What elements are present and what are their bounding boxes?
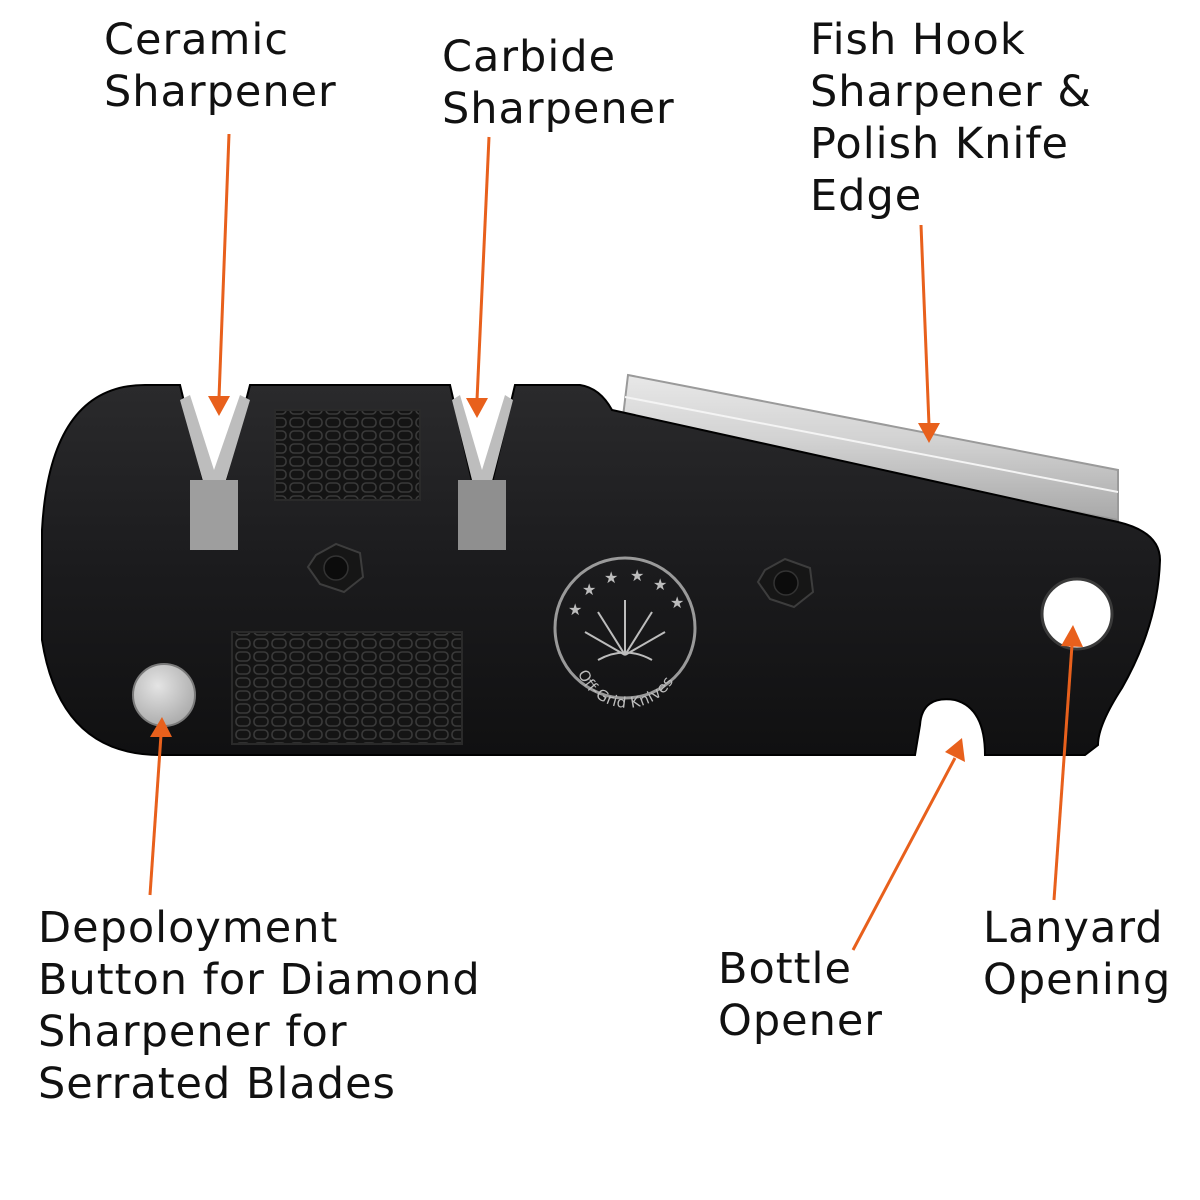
label-line: Button for Diamond (38, 955, 481, 1005)
label-bottle-opener: Bottle Opener (718, 943, 883, 1047)
svg-text:★: ★ (604, 568, 618, 587)
polishing-stone (620, 373, 1119, 522)
label-line: Bottle (718, 944, 852, 994)
label-line: Fish Hook (810, 15, 1026, 65)
svg-text:★: ★ (582, 580, 596, 599)
arrow-lanyard (1052, 625, 1083, 901)
arrow-carbide (466, 136, 491, 418)
label-line: Opener (718, 996, 883, 1046)
label-line: Carbide (442, 32, 617, 82)
svg-text:★: ★ (568, 600, 582, 619)
lanyard-hole (1040, 577, 1114, 651)
label-line: Depoloyment (38, 903, 339, 953)
arrow-bottle (851, 738, 965, 951)
arrow-deployment (148, 717, 172, 896)
ceramic-slot (180, 395, 250, 550)
label-line: Lanyard (983, 903, 1164, 953)
label-fish-hook-sharpener: Fish Hook Sharpener & Polish Knife Edge (810, 14, 1092, 222)
hex-screw-right (756, 557, 815, 609)
hex-screw-left (306, 542, 365, 594)
arrows (148, 133, 1083, 951)
label-ceramic-sharpener: Ceramic Sharpener (104, 14, 337, 118)
carbide-slot (452, 395, 513, 550)
grip-texture-bottom (231, 631, 463, 745)
label-deployment-button: Depoloyment Button for Diamond Sharpener… (38, 902, 481, 1110)
label-line: Edge (810, 171, 923, 221)
label-line: Sharpener (104, 67, 337, 117)
label-line: Polish Knife (810, 119, 1069, 169)
deployment-button[interactable] (132, 663, 196, 727)
label-line: Sharpener for (38, 1007, 348, 1057)
svg-text:★: ★ (653, 575, 667, 594)
label-line: Sharpener (442, 84, 675, 134)
grip-texture-top (274, 409, 421, 501)
svg-text:★: ★ (630, 566, 644, 585)
label-line: Opening (983, 955, 1172, 1005)
label-lanyard-opening: Lanyard Opening (983, 902, 1171, 1006)
label-carbide-sharpener: Carbide Sharpener (442, 31, 675, 135)
svg-text:★: ★ (670, 593, 684, 612)
arrow-ceramic (208, 133, 231, 416)
arrow-fishhook (918, 224, 940, 443)
label-line: Serrated Blades (38, 1059, 396, 1109)
label-line: Sharpener & (810, 67, 1092, 117)
label-line: Ceramic (104, 15, 289, 65)
